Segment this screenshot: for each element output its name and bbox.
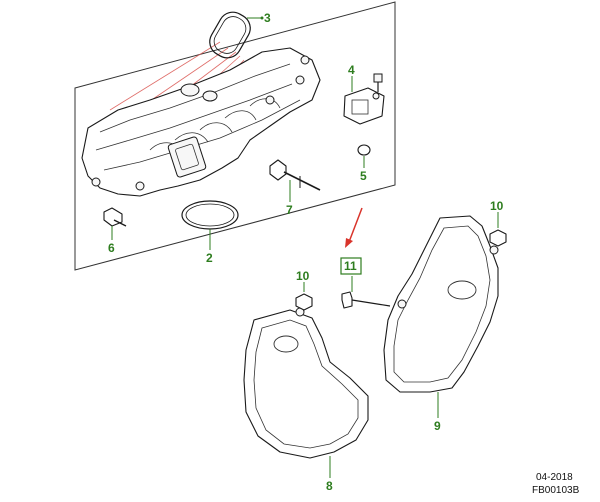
bolt-10-left bbox=[295, 293, 313, 311]
sensor-4 bbox=[343, 87, 385, 125]
sensor-bolt bbox=[373, 73, 383, 92]
callout-11-box bbox=[340, 257, 362, 275]
leader-lines bbox=[111, 16, 499, 478]
gasket-3 bbox=[209, 11, 251, 59]
callout-5: 5 bbox=[360, 169, 367, 183]
bolt-10-right bbox=[489, 229, 507, 247]
callout-10-left: 10 bbox=[296, 269, 310, 283]
callout-10-right: 10 bbox=[490, 199, 504, 213]
heat-shield-9 bbox=[383, 215, 499, 393]
footer-date: 04-2018 bbox=[536, 472, 573, 483]
callout-4: 4 bbox=[348, 63, 355, 77]
callout-9: 9 bbox=[434, 419, 441, 433]
stud-7 bbox=[269, 159, 321, 191]
heat-shield-8 bbox=[243, 307, 369, 459]
o-ring-5 bbox=[357, 144, 371, 156]
callout-6: 6 bbox=[108, 241, 115, 255]
screw-assembly-11 bbox=[341, 276, 391, 309]
callout-8: 8 bbox=[326, 479, 333, 493]
detail-panel-frame bbox=[74, 1, 396, 271]
red-pointer-arrow bbox=[345, 207, 363, 248]
bolt-6 bbox=[103, 207, 127, 227]
gasket-2 bbox=[181, 200, 239, 230]
intake-manifold bbox=[81, 47, 321, 197]
callout-2: 2 bbox=[206, 251, 213, 265]
callout-7: 7 bbox=[286, 203, 293, 217]
callout-3: 3 bbox=[264, 11, 271, 25]
footer-code: FB00103B bbox=[532, 485, 580, 496]
callout-11: 11 bbox=[344, 259, 357, 273]
